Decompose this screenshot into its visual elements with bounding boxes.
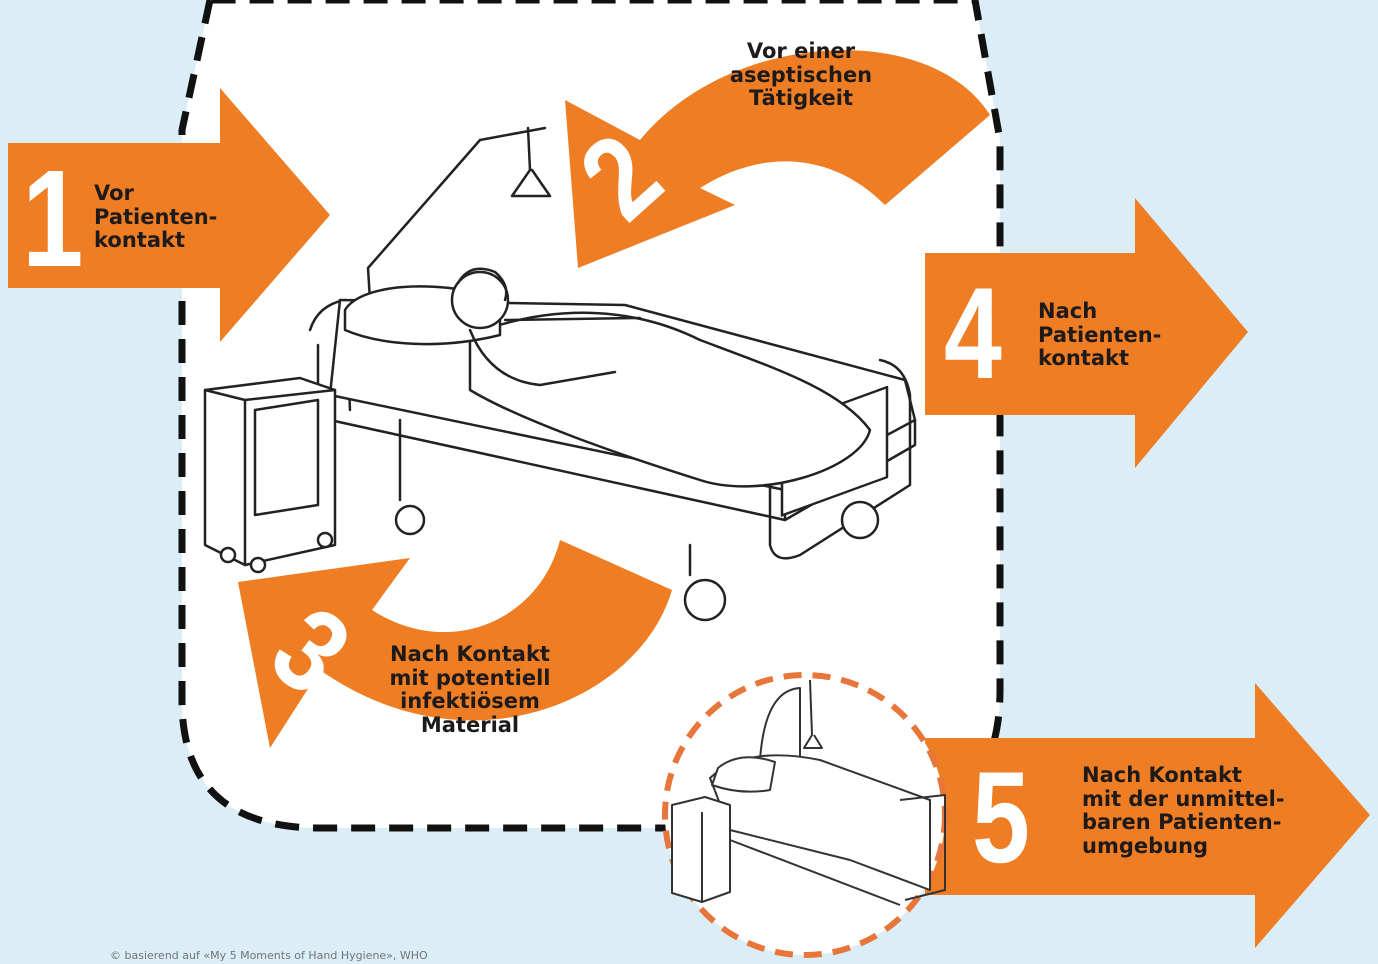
moment-number-4: 4 <box>944 268 1002 398</box>
copyright-note: © basierend auf «My 5 Moments of Hand Hy… <box>110 949 428 962</box>
moment-number-1: 1 <box>22 150 83 288</box>
moment-label-5: Nach Kontakt mit der unmittel- baren Pat… <box>1082 764 1285 858</box>
moment-label-3: Nach Kontakt mit potentiell infektiösem … <box>352 643 588 737</box>
moment-label-1: Vor Patienten- kontakt <box>94 182 217 253</box>
moment-label-4: Nach Patienten- kontakt <box>1038 300 1161 371</box>
moment-label-2: Vor einer aseptischen Tätigkeit <box>706 40 896 111</box>
moment-number-5: 5 <box>972 752 1030 882</box>
